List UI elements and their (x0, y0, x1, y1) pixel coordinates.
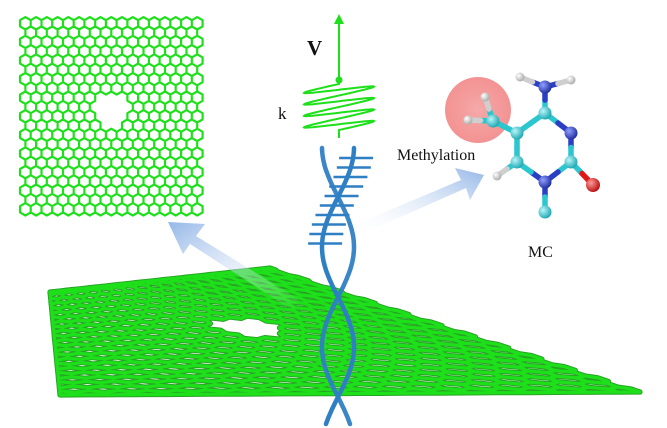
spring-icon (302, 80, 376, 138)
atom-c6 (510, 155, 524, 169)
atom-h2 (566, 75, 576, 85)
methylation-label: Methylation (397, 147, 476, 164)
atom-mh2 (463, 115, 473, 125)
methyl-highlight (445, 77, 511, 143)
atom-o2 (586, 178, 600, 192)
molecule-name-label: MC (528, 244, 553, 261)
atom-c5 (510, 126, 524, 140)
methylcytosine-molecule-icon (445, 72, 600, 219)
arrow-to-molecule (352, 168, 484, 236)
graphene-sheet (47, 265, 643, 398)
atom-c4 (538, 106, 552, 120)
atom-n3 (564, 126, 578, 140)
atom-cm (486, 114, 500, 128)
atom-c2 (564, 155, 578, 169)
velocity-arrow-head (334, 14, 344, 24)
spring-anchor-dot (335, 76, 343, 84)
atom-nh (538, 80, 552, 94)
atom-n1m (538, 205, 552, 219)
atom-h1 (515, 72, 525, 82)
inset-graphene-sheet (18, 16, 204, 217)
dna-helix-icon (308, 145, 374, 427)
atom-h6 (492, 171, 502, 181)
velocity-label: V (307, 36, 323, 60)
atom-me (480, 92, 490, 102)
arrow-to-inset (168, 222, 300, 310)
atom-n1 (538, 175, 552, 189)
spring-constant-label: k (278, 104, 287, 123)
